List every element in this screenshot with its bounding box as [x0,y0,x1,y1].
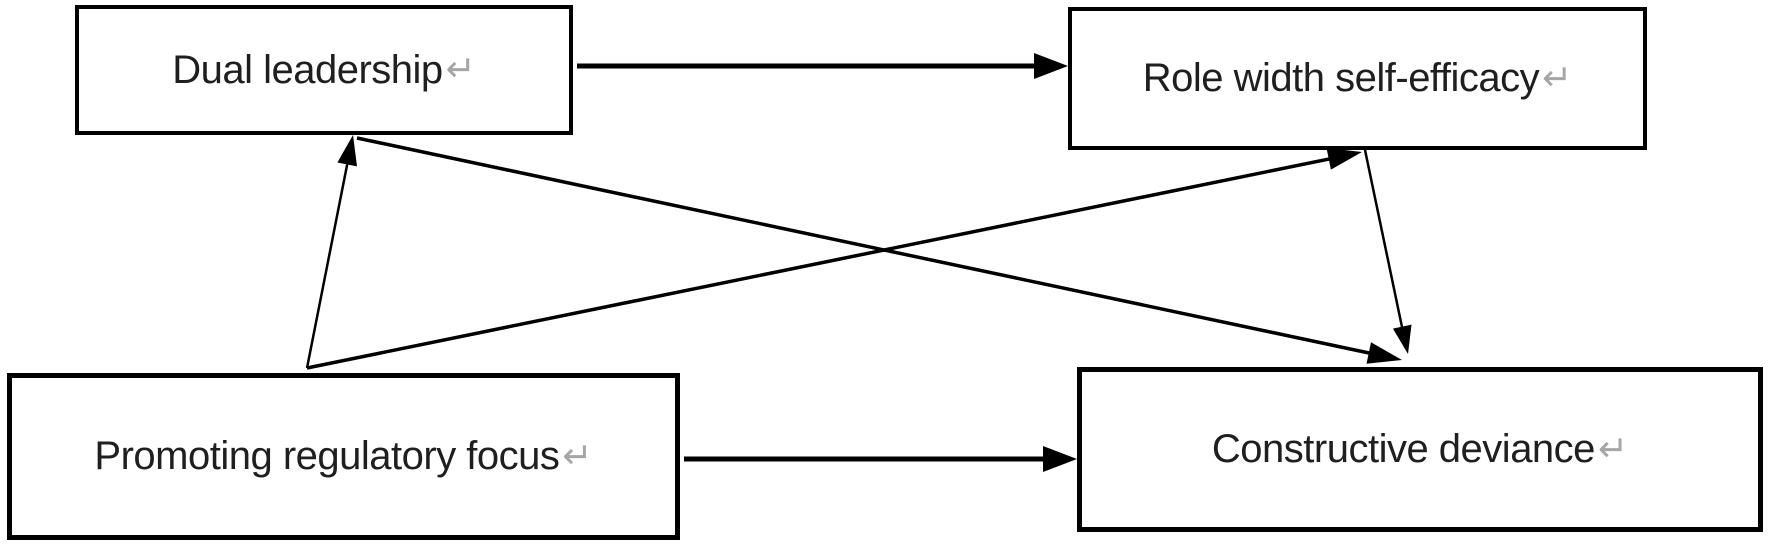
return-mark-icon: ↵ [445,49,476,90]
node-promoting-regulatory-focus: Promoting regulatory focus↵ [7,373,680,540]
node-label: Constructive deviance [1211,427,1596,471]
arrowhead-icon [1043,446,1077,472]
return-mark-icon: ↵ [1542,57,1573,99]
node-label: Role width self-efficacy [1142,56,1540,100]
node-label: Promoting regulatory focus [94,434,560,478]
edge-dual-to-constructive [356,136,1370,355]
edge-promoting-to-role-width [306,157,1331,370]
return-mark-icon: ↵ [562,435,593,477]
arrowhead-icon [1326,148,1362,170]
edge-promoting-to-dual [305,164,349,369]
return-mark-icon: ↵ [1597,428,1629,470]
arrowhead-icon [1392,324,1412,354]
node-label: Dual leadership [172,47,443,92]
node-dual-leadership: Dual leadership↵ [75,5,573,135]
arrowhead-icon [337,135,357,167]
node-role-width-self-efficacy: Role width self-efficacy↵ [1068,7,1647,150]
arrowhead-icon [1366,342,1402,364]
node-constructive-deviance: Constructive deviance↵ [1077,367,1763,532]
edge-role-width-to-constructive [1363,149,1404,328]
arrowhead-icon [1034,53,1068,79]
